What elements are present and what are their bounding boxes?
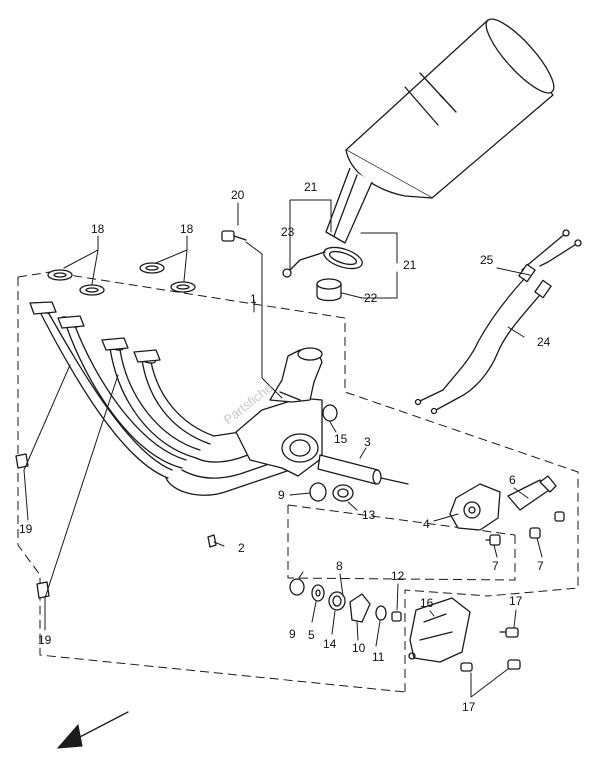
valve-cover xyxy=(408,597,471,663)
callout-21b: 21 xyxy=(403,258,417,272)
gasket-18-left xyxy=(47,269,105,296)
callout-19a: 19 xyxy=(19,522,33,536)
callout-5: 5 xyxy=(308,628,315,642)
callout-15: 15 xyxy=(334,432,348,446)
callout-18a: 18 xyxy=(91,222,105,236)
callout-23: 23 xyxy=(281,225,295,239)
callout-1: 1 xyxy=(250,292,257,306)
callout-4: 4 xyxy=(423,517,430,531)
callout-3: 3 xyxy=(364,435,371,449)
callout-8: 8 xyxy=(336,559,343,573)
bushing-9-lower xyxy=(289,578,305,596)
callout-9b: 9 xyxy=(289,627,296,641)
lever-10 xyxy=(349,593,371,623)
callout-11: 11 xyxy=(372,650,385,664)
bolt-20 xyxy=(221,230,247,242)
callout-labels: 1 2 3 4 5 6 7 7 8 9 9 10 11 12 13 14 15 … xyxy=(19,180,551,714)
callout-20: 20 xyxy=(231,188,245,202)
assembly-boundary xyxy=(17,271,579,693)
callout-24: 24 xyxy=(537,335,551,349)
callout-9a: 9 xyxy=(278,488,285,502)
callout-12: 12 xyxy=(391,569,405,583)
leader-lines xyxy=(23,199,543,698)
seal-13 xyxy=(332,484,354,502)
front-direction-arrow-icon xyxy=(56,711,129,749)
exhaust-valve-cables xyxy=(414,229,582,415)
callout-19b: 19 xyxy=(38,633,52,647)
callout-6: 6 xyxy=(509,473,516,487)
exhaust-header-pipes xyxy=(29,301,298,496)
spring-14 xyxy=(328,591,346,611)
exhaust-collector xyxy=(235,347,323,477)
bolt-17-lower xyxy=(460,659,521,672)
muffler-clamp xyxy=(282,246,363,278)
callout-14: 14 xyxy=(323,637,337,651)
valve-pulley-bracket xyxy=(449,475,557,531)
callout-10: 10 xyxy=(352,641,366,655)
callout-2: 2 xyxy=(238,541,245,555)
gasket-18-right xyxy=(139,262,196,293)
bushing-9-upper xyxy=(309,482,327,502)
callout-7a: 7 xyxy=(492,559,499,573)
muffler xyxy=(325,18,555,244)
exhaust-gasket xyxy=(316,278,342,302)
bolt-12 xyxy=(391,611,402,622)
washer-5 xyxy=(311,584,325,602)
callout-17a: 17 xyxy=(509,594,523,608)
callout-21a: 21 xyxy=(304,180,318,194)
bolt-2 xyxy=(207,534,217,548)
callout-22: 22 xyxy=(364,291,378,305)
callout-16: 16 xyxy=(420,596,434,610)
callout-25: 25 xyxy=(480,253,494,267)
callout-7b: 7 xyxy=(537,559,544,573)
bolt-7-left xyxy=(485,534,501,546)
callout-17b: 17 xyxy=(462,700,476,714)
nut-19-upper xyxy=(15,453,29,469)
callout-13: 13 xyxy=(362,508,376,522)
grommet-15 xyxy=(322,404,338,422)
nut-11 xyxy=(375,605,387,621)
bolt-7-right xyxy=(529,511,565,539)
valve-shaft xyxy=(317,454,409,485)
callout-18b: 18 xyxy=(180,222,194,236)
bolt-17-upper xyxy=(499,627,519,638)
